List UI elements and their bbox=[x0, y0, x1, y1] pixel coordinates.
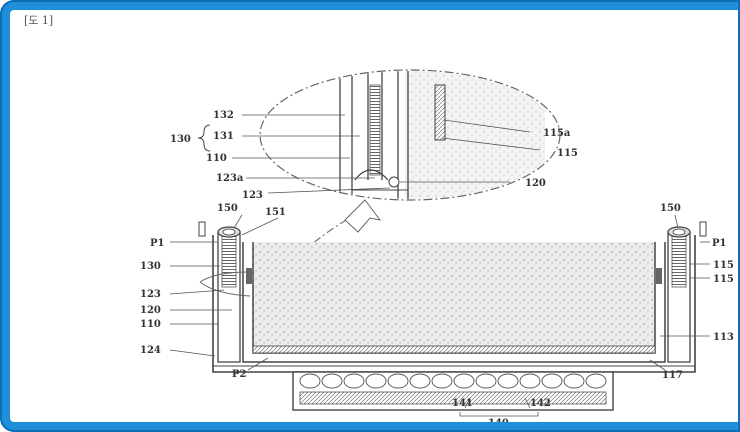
label-p1-right: P1 bbox=[712, 238, 726, 249]
detail-view bbox=[197, 69, 561, 201]
figure-label: [도 1] bbox=[24, 14, 53, 27]
reference-labels: 130 132 131 110 123a 123 115a 115 120 15… bbox=[140, 110, 734, 429]
label-130-main: 130 bbox=[140, 261, 161, 272]
label-131: 131 bbox=[213, 131, 234, 142]
main-tank bbox=[169, 214, 710, 417]
label-110-detail: 110 bbox=[206, 153, 227, 164]
label-120-detail: 120 bbox=[525, 178, 546, 189]
label-p1-left: P1 bbox=[150, 238, 164, 249]
label-150-left: 150 bbox=[217, 203, 238, 214]
label-p2: P2 bbox=[232, 369, 247, 380]
label-113: 113 bbox=[713, 332, 734, 343]
label-123a: 123a bbox=[216, 173, 244, 184]
label-132: 132 bbox=[213, 110, 234, 121]
roller-row bbox=[299, 373, 607, 389]
label-140: 140 bbox=[488, 418, 509, 429]
label-141: 141 bbox=[452, 398, 473, 409]
label-117: 117 bbox=[662, 370, 683, 381]
label-115-detail: 115 bbox=[557, 148, 578, 159]
label-115-right-1: 115 bbox=[713, 260, 734, 271]
label-123-main: 123 bbox=[140, 289, 161, 300]
label-150-right: 150 bbox=[660, 203, 681, 214]
label-123-detail: 123 bbox=[242, 190, 263, 201]
label-142: 142 bbox=[530, 398, 551, 409]
label-110-main: 110 bbox=[140, 319, 161, 330]
label-115-right-2: 115 bbox=[713, 274, 734, 285]
label-120-main: 120 bbox=[140, 305, 161, 316]
patent-diagram: [도 1] bbox=[24, 14, 734, 429]
label-151: 151 bbox=[265, 207, 286, 218]
label-115a: 115a bbox=[543, 128, 571, 139]
label-124: 124 bbox=[140, 345, 161, 356]
label-130: 130 bbox=[170, 134, 191, 145]
